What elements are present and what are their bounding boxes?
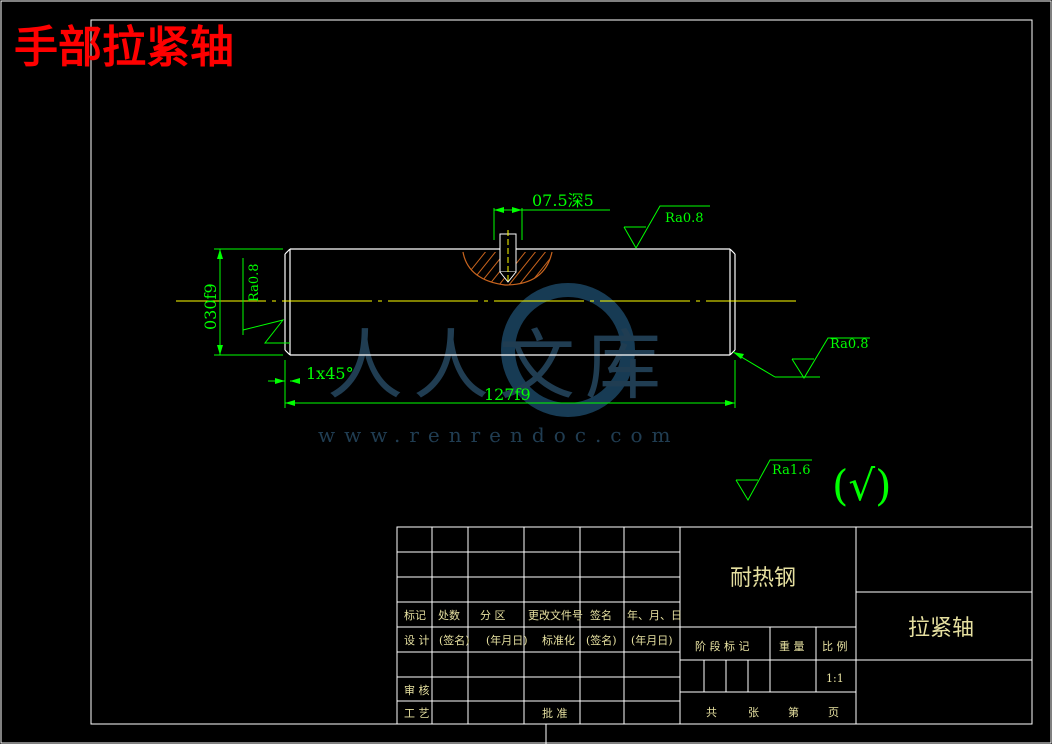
tb-sheets: 张 (748, 706, 759, 719)
title-block-text: 标记 处数 分 区 更改文件号 签名 年、月、日 设 计 (签名) (年月日) … (404, 608, 848, 720)
page-title: 手部拉紧轴 (14, 22, 234, 73)
tb-page: 页 (828, 706, 839, 719)
roughness-left: Ra0.8 (247, 263, 262, 302)
watermark-main: 人人文库 (327, 321, 671, 410)
length-dimension: 127f9 (484, 385, 531, 404)
roughness-top: Ra0.8 (665, 211, 704, 226)
tb-stage-mark: 阶 段 标 记 (695, 639, 750, 653)
tb-scale-value: 1:1 (826, 672, 844, 685)
tb-header-zone: 分 区 (480, 609, 506, 622)
tb-header-date: 年、月、日 (627, 608, 682, 622)
hole-section (462, 230, 553, 286)
tb-date1: (年月日) (486, 633, 528, 647)
roughness-right: Ra0.8 (830, 337, 869, 352)
dimension-lines (214, 205, 870, 502)
tb-sheet-no: 第 (788, 705, 799, 719)
tb-material: 耐热钢 (730, 566, 796, 591)
roughness-general: Ra1.6 (772, 463, 811, 478)
diameter-dimension: 030f9 (201, 283, 220, 330)
tb-process: 工 艺 (404, 707, 430, 720)
tb-sign1: (签名) (439, 633, 470, 647)
tb-sign2: (签名) (586, 633, 617, 647)
watermark: 人人文库 www.renrendoc.com (318, 283, 680, 447)
title-block (396, 526, 1033, 744)
tb-review: 审 核 (404, 683, 430, 697)
shaft-outline (284, 248, 736, 356)
dimension-arrows (217, 207, 744, 406)
tb-header-sign: 签名 (590, 608, 612, 622)
roughness-check-mark: (√) (832, 461, 892, 510)
watermark-url: www.renrendoc.com (318, 423, 680, 447)
chamfer-dimension: 1x45° (306, 364, 354, 383)
tb-standardize: 标准化 (542, 633, 575, 647)
tb-header-mark: 标记 (404, 608, 426, 622)
tb-date2: (年月日) (631, 633, 673, 647)
tb-approve: 批 准 (542, 706, 568, 720)
tb-weight: 重 量 (779, 639, 805, 653)
tb-header-count: 处数 (438, 609, 460, 622)
tb-design-label: 设 计 (404, 634, 430, 647)
hole-dimension: 07.5深5 (532, 191, 594, 210)
watermark-logo-icon (501, 283, 635, 417)
tb-total: 共 (706, 706, 717, 719)
tb-header-change-doc: 更改文件号 (528, 608, 583, 622)
tb-part-name: 拉紧轴 (908, 616, 974, 641)
tb-scale-label: 比 例 (822, 639, 848, 653)
